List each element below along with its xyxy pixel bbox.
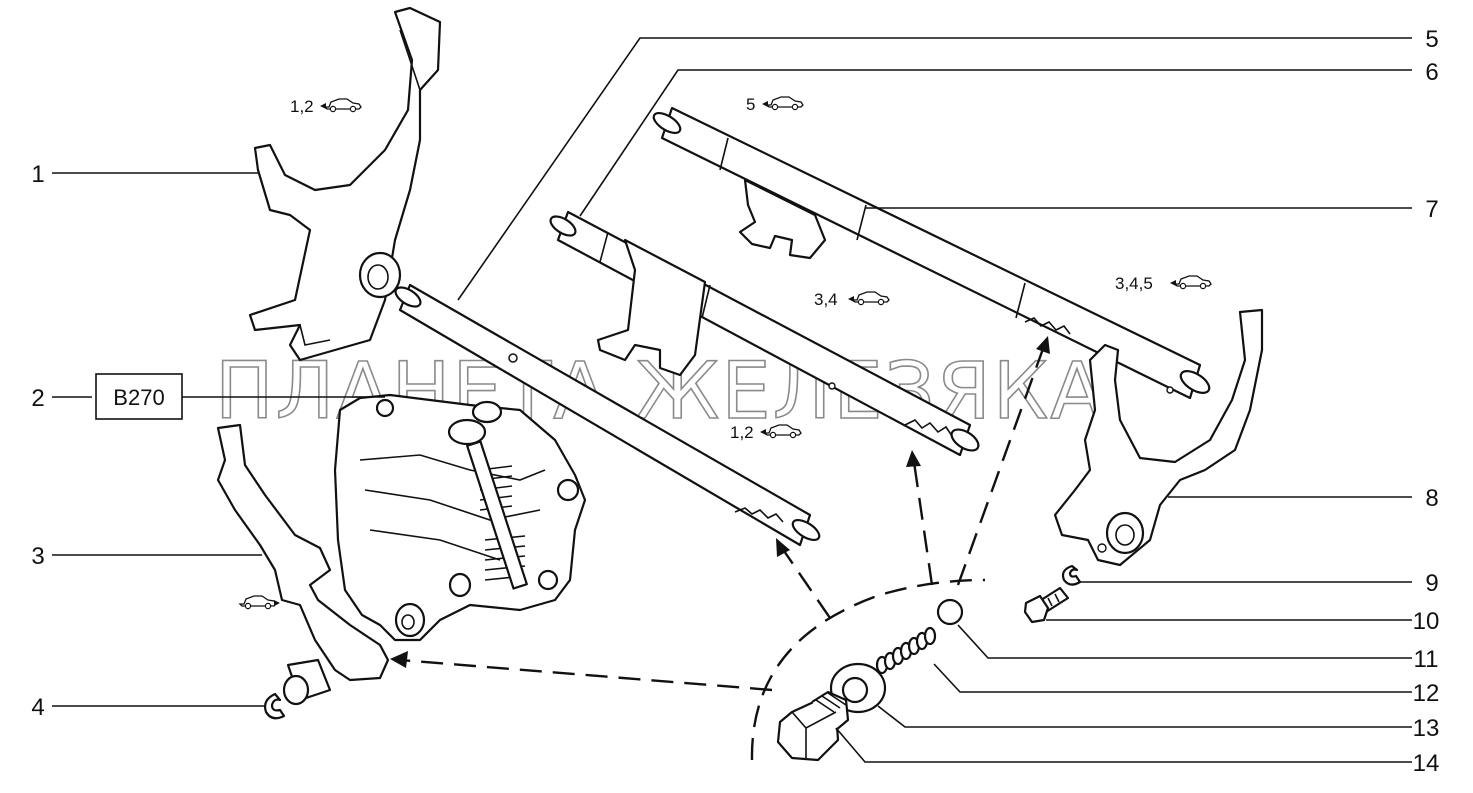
gear-note-rod34: 3,4 — [814, 290, 890, 309]
car-icon — [324, 98, 362, 113]
note-rod5: 5 — [746, 95, 755, 114]
callout-numbers: 1 2 3 4 5 6 7 8 9 10 11 12 13 14 — [31, 26, 1439, 777]
callout-3: 3 — [31, 543, 44, 570]
ball-11-drawing — [936, 598, 964, 626]
callout-2: 2 — [31, 385, 44, 412]
assembly-arc — [750, 578, 986, 761]
car-icon — [766, 96, 804, 111]
callout-9: 9 — [1425, 570, 1438, 597]
callout-7: 7 — [1425, 196, 1438, 223]
spring-12-drawing — [875, 626, 937, 675]
rod-5-drawing — [394, 283, 821, 547]
code-box-label: B270 — [113, 385, 164, 410]
plug-14-drawing — [776, 690, 850, 762]
gear-note-fork12: 1,2 — [290, 97, 362, 116]
clip-9-drawing — [1061, 564, 1082, 586]
fork-8-drawing — [1053, 308, 1264, 567]
car-icon — [852, 291, 890, 306]
plate-3-drawing — [216, 423, 390, 706]
gear-note-rod5: 5 — [746, 95, 804, 114]
gear-note-rod12: 1,2 — [730, 423, 802, 442]
callout-10: 10 — [1413, 608, 1440, 635]
callout-12: 12 — [1413, 680, 1440, 707]
callout-1: 1 — [31, 161, 44, 188]
note-rod12: 1,2 — [730, 423, 754, 442]
car-icon — [1174, 275, 1212, 290]
fork-1-drawing — [248, 6, 442, 362]
bolt-10-drawing — [1023, 586, 1070, 624]
callout-4: 4 — [31, 694, 44, 721]
callout-6: 6 — [1425, 59, 1438, 86]
gear-note-fork345: 3,4,5 — [1115, 274, 1212, 293]
callout-5: 5 — [1425, 26, 1438, 53]
rod-6-drawing — [549, 210, 980, 457]
callout-14: 14 — [1413, 750, 1440, 777]
callout-13: 13 — [1413, 715, 1440, 742]
callout-8: 8 — [1425, 485, 1438, 512]
clip-4-drawing — [263, 692, 286, 720]
note-rod34: 3,4 — [814, 290, 838, 309]
mechanism-2-drawing — [333, 393, 587, 642]
rod-7-drawing — [652, 106, 1211, 400]
callout-11: 11 — [1414, 646, 1439, 673]
car-icon — [239, 595, 277, 610]
note-fork345: 3,4,5 — [1115, 274, 1153, 293]
assembly-arrows — [390, 336, 1050, 692]
reverse-note — [239, 595, 280, 610]
code-box — [95, 373, 183, 420]
note-fork12: 1,2 — [290, 97, 314, 116]
leader-lines — [52, 37, 1412, 763]
